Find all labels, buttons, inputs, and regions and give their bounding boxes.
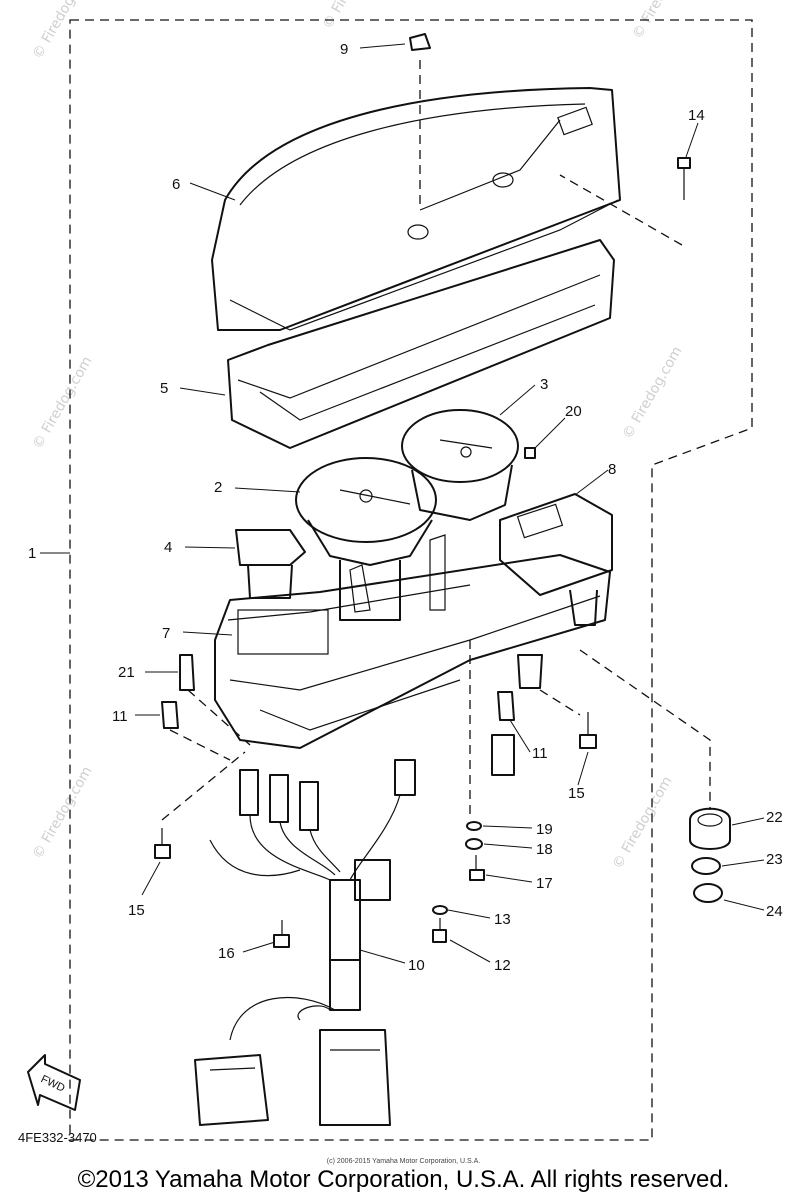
left-gauge bbox=[295, 457, 437, 621]
callout-20: 20 bbox=[565, 403, 582, 420]
hardware bbox=[27, 33, 731, 1111]
watermark: © Firedog.com bbox=[30, 354, 96, 452]
callout-11-left: 11 bbox=[112, 708, 128, 725]
callout-17: 17 bbox=[536, 875, 553, 892]
callouts: 1 2 3 4 5 6 7 8 9 10 11 11 12 13 14 15 1… bbox=[28, 41, 783, 1095]
callout-10: 10 bbox=[408, 957, 425, 974]
watermark: © Firedog.com bbox=[320, 0, 386, 32]
small-copyright: (c) 2006-2015 Yamaha Motor Corporation, … bbox=[326, 1158, 481, 1165]
callout-5: 5 bbox=[160, 380, 168, 397]
watermark: © Firedog.com bbox=[630, 0, 696, 42]
small-gauge bbox=[235, 529, 306, 599]
callout-13: 13 bbox=[494, 911, 511, 928]
copyright-footer: ©2013 Yamaha Motor Corporation, U.S.A. A… bbox=[77, 1166, 730, 1193]
callout-1: 1 bbox=[28, 545, 36, 562]
callout-19: 19 bbox=[536, 821, 553, 838]
callout-9: 9 bbox=[340, 41, 348, 58]
callout-18: 18 bbox=[536, 841, 553, 858]
callout-16: 16 bbox=[218, 945, 235, 962]
base-housing bbox=[214, 534, 611, 749]
callout-23: 23 bbox=[766, 851, 783, 868]
callout-21: 21 bbox=[118, 664, 135, 681]
watermark: © Firedog.com bbox=[620, 344, 686, 442]
fwd-arrow-label: FWD bbox=[39, 1073, 67, 1094]
callout-7: 7 bbox=[162, 625, 170, 642]
callout-11-right: 11 bbox=[532, 745, 548, 762]
assembly-boundary bbox=[69, 19, 753, 1141]
diagram-code: 4FE332-3470 bbox=[18, 1130, 97, 1145]
lower-case bbox=[227, 239, 615, 449]
callout-22: 22 bbox=[766, 809, 783, 826]
right-panel bbox=[499, 493, 613, 626]
watermark: © Firedog.com bbox=[30, 764, 96, 862]
right-gauge bbox=[401, 409, 519, 521]
callout-15-right: 15 bbox=[568, 785, 585, 802]
watermark: © Firedog.com bbox=[30, 0, 96, 62]
watermark: © Firedog.com bbox=[610, 774, 676, 872]
callout-15-left: 15 bbox=[128, 902, 145, 919]
callout-14: 14 bbox=[688, 107, 705, 124]
callout-2: 2 bbox=[214, 479, 222, 496]
wire-harness bbox=[194, 654, 543, 1126]
reference-lines bbox=[161, 60, 711, 821]
callout-4: 4 bbox=[164, 539, 172, 556]
leader-lines bbox=[40, 43, 765, 964]
callout-6: 6 bbox=[172, 176, 180, 193]
upper-cover bbox=[211, 87, 621, 331]
callout-12: 12 bbox=[494, 957, 511, 974]
callout-3: 3 bbox=[540, 376, 548, 393]
callout-8: 8 bbox=[608, 461, 616, 478]
callout-24: 24 bbox=[766, 903, 783, 920]
